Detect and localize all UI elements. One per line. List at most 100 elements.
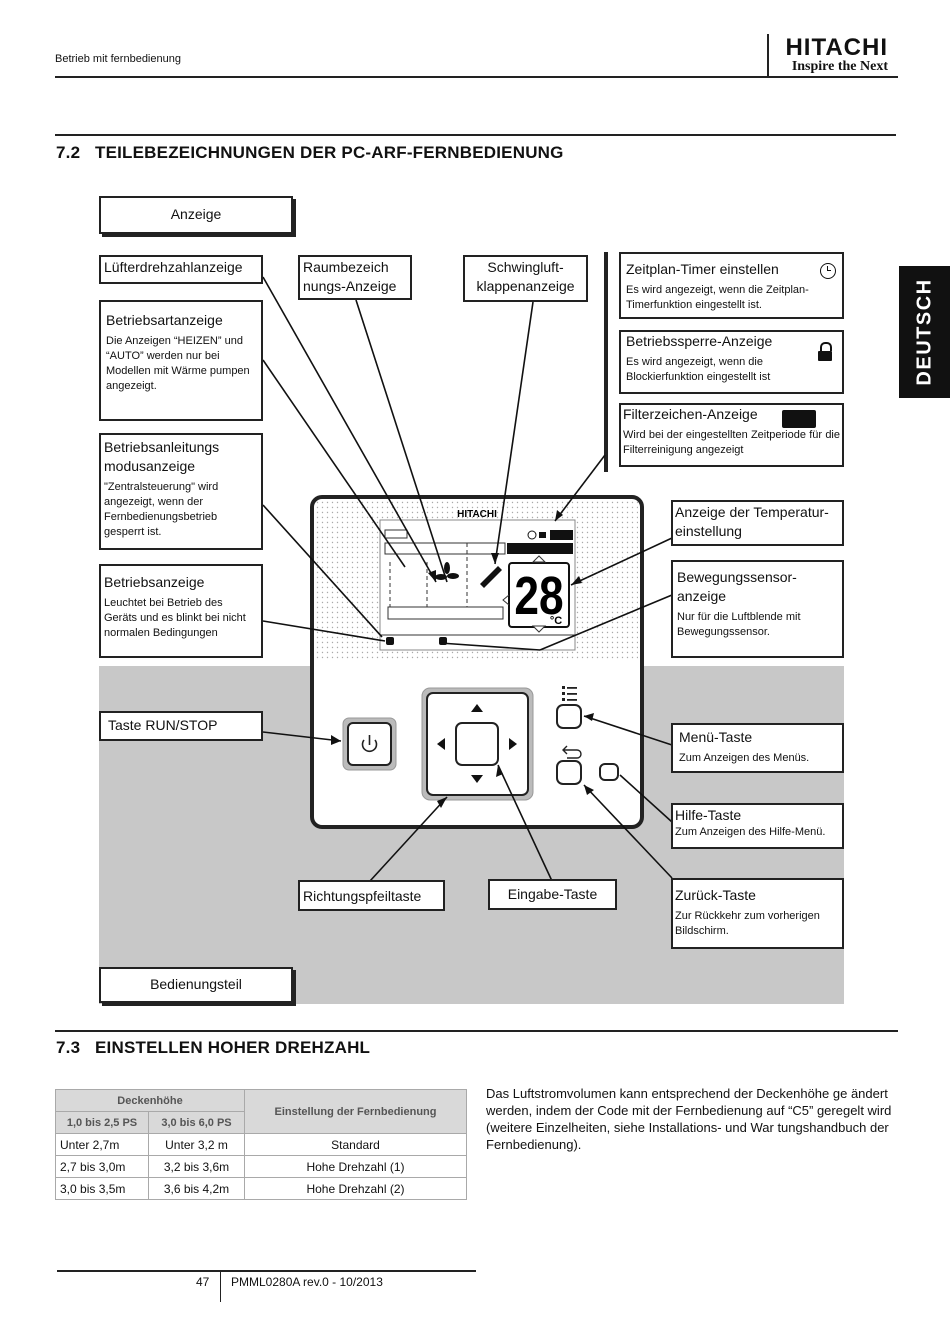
help-label: Hilfe-Taste Zum Anzeigen des Hilfe-Menü. [671,803,844,849]
operation-desc: Leuchtet bei Betrieb des Geräts und es b… [104,597,246,639]
temperature-value: 28 [514,566,563,626]
menu-button [556,704,582,729]
run-stop-title: Taste RUN/STOP [108,717,218,733]
speed-table: Deckenhöhe Einstellung der Fernbedienung… [55,1089,467,1200]
remote-brand: HITACHI [457,509,497,520]
filter-title: Filterzeichen-Anzeige [623,406,758,422]
table-col2-header: 3,0 bis 6,0 PS [148,1111,245,1134]
table-col3-header: Einstellung der Fernbedienung [244,1089,467,1134]
section-72-number: 7.2 [56,143,81,162]
brand-name: HITACHI [785,34,888,61]
table-row: 3,0 bis 3,5m 3,6 bis 4,2m Hohe Drehzahl … [55,1177,467,1200]
lock-label: Betriebssperre-Anzeige Es wird angezeigt… [619,330,844,394]
filter-desc: Wird bei der eingestellten Zeitperiode f… [623,429,840,456]
table-cell: 3,0 bis 3,5m [55,1177,149,1200]
section-73-title: EINSTELLEN HOHER DREHZAHL [95,1038,371,1057]
arrow-down-icon [471,775,483,783]
room-name-title: Raumbezeich nungs-Anzeige [303,259,397,294]
back-label: Zurück-Taste Zur Rückkehr zum vorherigen… [671,878,844,949]
divider-bar [604,252,608,472]
section-rule-2 [55,1030,898,1032]
footer-rule [57,1270,476,1272]
schedule-title: Zeitplan-Timer einstellen [626,261,779,277]
header-rule [55,76,898,78]
table-cell: Unter 3,2 m [148,1133,245,1156]
enter-title: Eingabe-Taste [507,886,598,902]
help-desc: Zum Anzeigen des Hilfe-Menü. [675,826,826,838]
clock-icon [820,263,836,279]
lock-desc: Es wird angezeigt, wenn die Blockierfunk… [626,356,771,383]
operation-label: Betriebsanzeige Leuchtet bei Betrieb des… [99,564,263,658]
operation-header-text: Bedienungsteil [150,976,242,992]
table-row: 2,7 bis 3,0m 3,2 bis 3,6m Hohe Drehzahl … [55,1155,467,1178]
menu-label: Menü-Taste Zum Anzeigen des Menüs. [671,723,844,773]
help-title: Hilfe-Taste [675,807,742,823]
section-73-heading: 7.3 EINSTELLEN HOHER DREHZAHL [56,1038,370,1058]
brand-logo: HITACHI Inspire the Next [785,36,888,74]
temp-down-arrow [531,625,547,633]
arrow-label: Richtungspfeiltaste [298,880,445,911]
fan-speed-label: Lüfterdrehzahlanzeige [99,255,263,284]
table-group-header: Deckenhöhe [55,1089,245,1112]
page-number: 47 [196,1275,210,1289]
temp-setting-label: Anzeige der Temperatur-einstellung [671,500,844,546]
footer-divider [220,1270,221,1302]
table-cell: 2,7 bis 3,0m [55,1155,149,1178]
operation-header-box: Bedienungsteil [99,967,293,1003]
back-icon [562,745,582,759]
table-cell: Hohe Drehzahl (1) [244,1155,467,1178]
room-name-indicator [384,529,408,539]
table-col1-header: 1,0 bis 2,5 PS [55,1111,149,1134]
arrow-left-icon [437,738,445,750]
temp-setting-title: Anzeige der Temperatur-einstellung [675,504,829,539]
section-72-title: TEILEBEZEICHNUNGEN DER PC-ARF-FERNBEDIEN… [95,143,564,162]
section-72-heading: 7.2 TEILEBEZEICHNUNGEN DER PC-ARF-FERNBE… [56,143,564,163]
motion-title: Bewegungssensor-anzeige [677,569,797,604]
filter-sign-icon [782,410,816,428]
back-desc: Zur Rückkehr zum vorherigen Bildschirm. [675,910,820,937]
louver-icon [480,566,503,588]
louver-label: Schwingluft-klappenanzeige [463,255,588,302]
mode-desc: Die Anzeigen “HEIZEN” und “AUTO” werden … [106,335,250,392]
filter-sign-bar [507,543,573,554]
display-header-text: Anzeige [170,206,222,222]
motion-label: Bewegungssensor-anzeige Nur für die Luft… [671,560,844,658]
section-rule [55,134,896,136]
motion-desc: Nur für die Luftblende mit Bewegungssens… [677,611,801,638]
schedule-clock-icon [527,530,537,540]
fan-icon [435,562,459,580]
enter-label: Eingabe-Taste [488,879,617,910]
arrow-right-icon [509,738,517,750]
brand-tagline: Inspire the Next [791,59,888,74]
mode-title: Betriebsartanzeige [106,312,223,328]
menu-desc: Zum Anzeigen des Menüs. [679,752,810,764]
header-divider [767,34,769,76]
display-header-box: Anzeige [99,196,293,234]
guidance-title: Betriebsanleitungs modusanzeige [104,439,220,474]
table-cell: Standard [244,1133,467,1156]
leader-arrowheads [331,510,594,808]
enter-button [455,722,499,766]
section-73-number: 7.3 [56,1038,81,1057]
power-icon [361,739,378,753]
operation-indicator [386,637,394,645]
padlock-icon [818,342,832,361]
menu-title: Menü-Taste [679,729,753,745]
document-code: PMML0280A rev.0 - 10/2013 [231,1275,383,1289]
arrow-title: Richtungspfeiltaste [303,888,422,904]
lock-icon-small [539,532,546,538]
schedule-label: Zeitplan-Timer einstellen Es wird angeze… [619,252,844,319]
message-bar [387,606,504,620]
table-cell: Hohe Drehzahl (2) [244,1177,467,1200]
table-cell: 3,6 bis 4,2m [148,1177,245,1200]
filter-sign-indicator [550,530,573,540]
room-name-label: Raumbezeich nungs-Anzeige [298,255,412,300]
description-paragraph: Das Luftstromvolumen kann entsprechend d… [486,1086,892,1152]
guidance-desc: "Zentralsteuerung" wird angezeigt, wenn … [104,481,219,538]
leader-lines [262,276,673,882]
header-section-label: Betrieb mit fernbedienung [55,53,181,65]
back-title: Zurück-Taste [675,887,756,903]
schedule-desc: Es wird angezeigt, wenn die Zeitplan-Tim… [626,284,809,311]
fan-speed-title: Lüfterdrehzahlanzeige [104,259,243,275]
